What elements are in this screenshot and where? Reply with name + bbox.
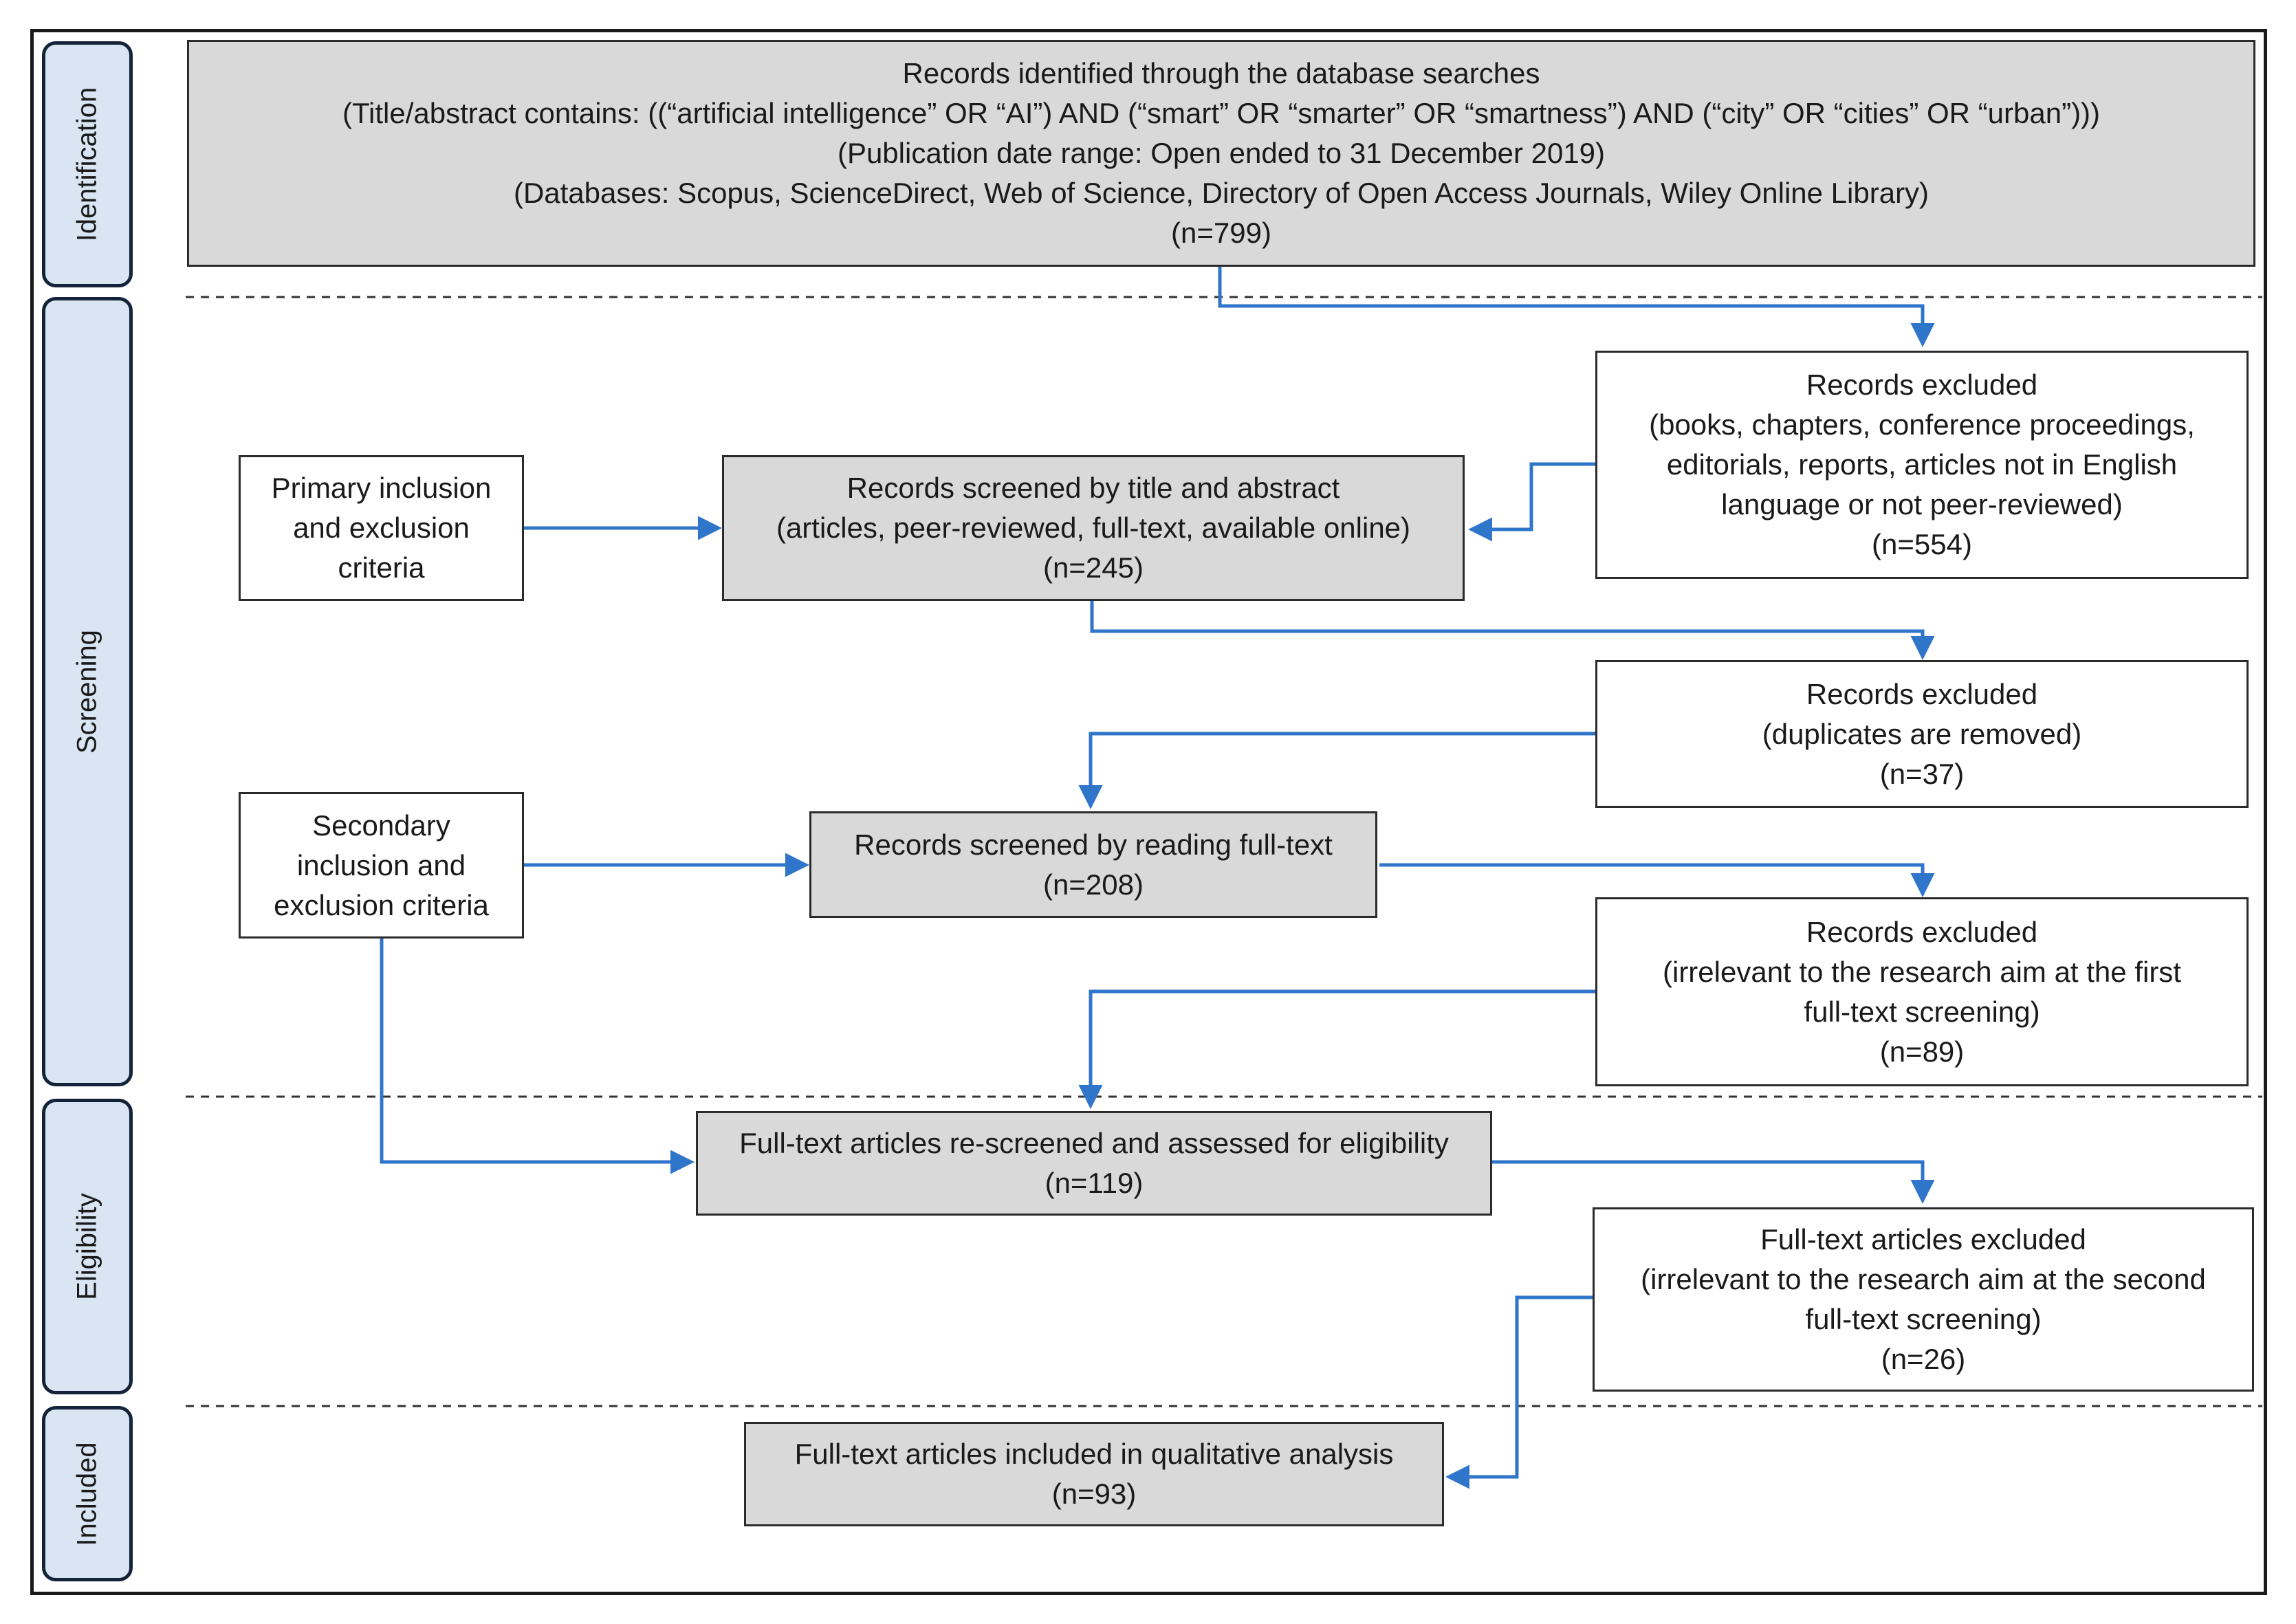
records-screened-fulltext-box: Records screened by reading full-text (n…	[809, 811, 1377, 918]
records-identified-count: (n=799)	[1171, 217, 1271, 249]
records-identified-date-range: (Publication date range: Open ended to 3…	[837, 137, 1606, 169]
included-count: (n=93)	[1051, 1478, 1137, 1510]
primary-criteria-line2: and exclusion	[293, 512, 470, 544]
secondary-criteria-line2: inclusion and	[296, 848, 466, 881]
arrow-rescreened-to-excluded-4	[1492, 1160, 1935, 1204]
secondary-criteria-line1: Secondary	[312, 809, 450, 842]
records-screened-title-box: Records screened by title and abstract (…	[722, 455, 1465, 601]
secondary-criteria-box: Secondary inclusion and exclusion criter…	[239, 792, 524, 939]
records-excluded-3-line2: full-text screening)	[1804, 995, 2040, 1028]
records-excluded-3-line1: (irrelevant to the research aim at the f…	[1663, 955, 2181, 988]
records-excluded-1-line1: (books, chapters, conference proceedings…	[1649, 408, 2195, 441]
arrow-excluded-4-to-included	[1445, 1295, 1593, 1489]
fulltext-excluded-line2: full-text screening)	[1805, 1303, 2042, 1335]
phase-screening: Screening	[42, 297, 133, 1086]
arrow-screened-fulltext-to-excluded-3	[1379, 863, 1935, 897]
records-excluded-1-line3: language or not peer-reviewed)	[1721, 488, 2123, 520]
phase-identification-label: Identification	[72, 87, 102, 242]
phase-included-label: Included	[72, 1441, 102, 1546]
arrow-excluded-2-to-screened-fulltext	[1078, 732, 1595, 809]
arrow-excluded-3-to-rescreened	[1078, 989, 1595, 1109]
fulltext-excluded-title: Full-text articles excluded	[1760, 1223, 2086, 1255]
secondary-criteria-line3: exclusion criteria	[274, 888, 489, 921]
fulltext-excluded-line1: (irrelevant to the research aim at the s…	[1641, 1263, 2206, 1295]
included-title: Full-text articles included in qualitati…	[794, 1438, 1394, 1470]
phase-eligibility-label: Eligibility	[72, 1193, 102, 1300]
arrow-identified-to-excluded-1	[1218, 267, 1935, 347]
primary-criteria-line1: Primary inclusion	[271, 472, 492, 504]
phase-eligibility: Eligibility	[42, 1099, 133, 1394]
records-identified-title: Records identified through the database …	[902, 57, 1540, 89]
included-box: Full-text articles included in qualitati…	[744, 1422, 1444, 1526]
records-excluded-1-count: (n=554)	[1872, 528, 1972, 560]
rescreened-title: Full-text articles re-screened and asses…	[739, 1127, 1449, 1159]
records-excluded-3-title: Records excluded	[1806, 915, 2038, 948]
records-screened-fulltext-count: (n=208)	[1043, 868, 1144, 901]
phase-screening-label: Screening	[72, 629, 102, 754]
phase-included: Included	[42, 1406, 133, 1581]
fulltext-excluded-count: (n=26)	[1881, 1343, 1966, 1375]
records-excluded-3-count: (n=89)	[1879, 1035, 1965, 1068]
records-identified-databases: (Databases: Scopus, ScienceDirect, Web o…	[513, 177, 1929, 209]
arrow-screened-title-to-excluded-2	[1090, 601, 1935, 660]
rescreened-box: Full-text articles re-screened and asses…	[696, 1111, 1492, 1216]
records-screened-title-count: (n=245)	[1043, 551, 1144, 584]
records-excluded-2-count: (n=37)	[1879, 757, 1965, 790]
records-excluded-3-box: Records excluded (irrelevant to the rese…	[1595, 897, 2249, 1086]
arrow-excluded-1-to-screened-title	[1468, 462, 1595, 542]
records-excluded-2-detail: (duplicates are removed)	[1762, 717, 2082, 750]
records-identified-query: (Title/abstract contains: ((“artificial …	[342, 97, 2101, 129]
records-excluded-2-title: Records excluded	[1806, 677, 2038, 710]
primary-criteria-line3: criteria	[338, 551, 425, 584]
primary-criteria-box: Primary inclusion and exclusion criteria	[239, 455, 524, 601]
records-screened-title-detail: (articles, peer-reviewed, full-text, ava…	[776, 512, 1411, 544]
diagram-frame	[30, 29, 2267, 1595]
records-excluded-1-title: Records excluded	[1806, 369, 2038, 401]
arrow-secondary-criteria-to-rescreened	[380, 939, 695, 1174]
records-screened-fulltext-title: Records screened by reading full-text	[854, 828, 1333, 861]
records-screened-title-title: Records screened by title and abstract	[846, 472, 1340, 504]
records-excluded-1-line2: editorials, reports, articles not in Eng…	[1666, 448, 2178, 481]
phase-identification: Identification	[42, 41, 133, 287]
records-identified-box: Records identified through the database …	[187, 40, 2255, 267]
records-excluded-1-box: Records excluded (books, chapters, confe…	[1595, 351, 2249, 579]
records-excluded-2-box: Records excluded (duplicates are removed…	[1595, 660, 2249, 808]
fulltext-excluded-box: Full-text articles excluded (irrelevant …	[1593, 1207, 2254, 1392]
rescreened-count: (n=119)	[1045, 1167, 1144, 1199]
